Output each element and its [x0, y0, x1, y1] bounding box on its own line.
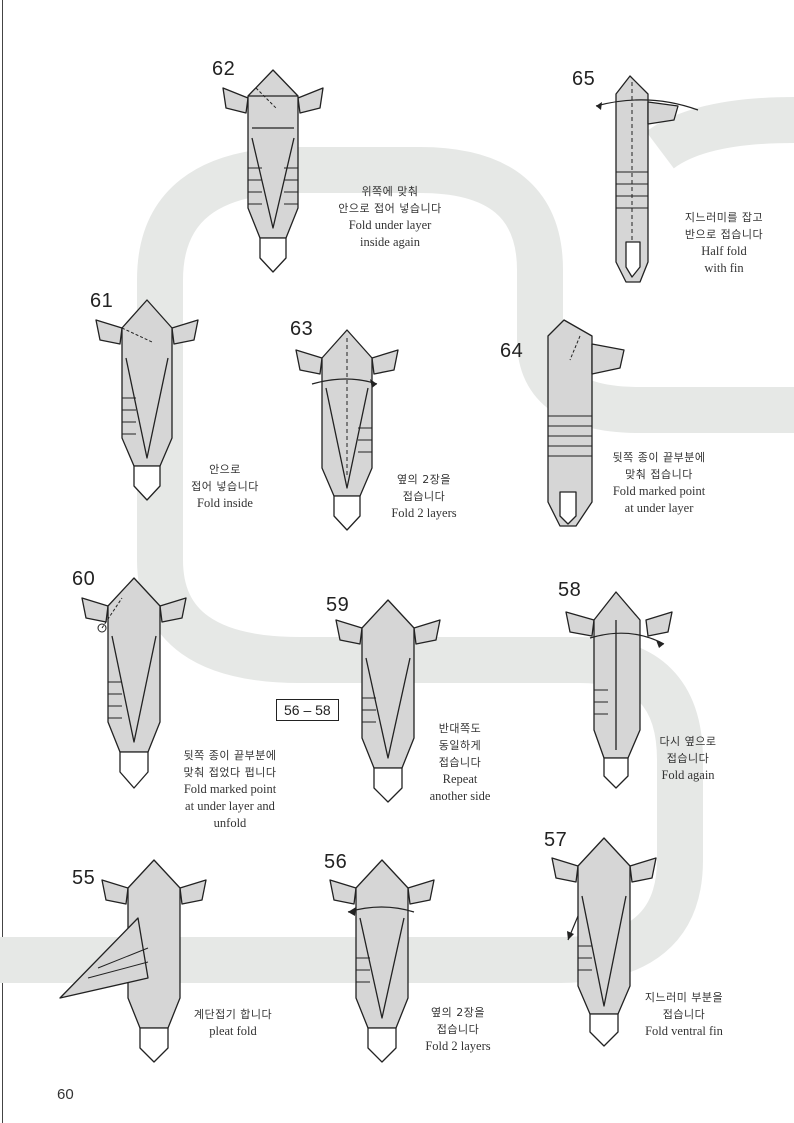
repeat-steps-reference-box: 56 – 58: [276, 699, 339, 721]
caption-60-en-3: unfold: [213, 816, 247, 830]
caption-63-ko-2: 접습니다: [402, 490, 446, 503]
caption-60-en-1: Fold marked point: [183, 782, 277, 796]
caption-56-ko-1: 옆의 2장을: [431, 1006, 485, 1019]
caption-59-ko-1: 반대쪽도: [438, 722, 482, 735]
caption-step-57: 지느러미 부분을 접습니다 Fold ventral fin: [624, 989, 744, 1040]
caption-step-55: 계단접기 합니다 pleat fold: [178, 1006, 288, 1040]
step-59-diagram: [335, 599, 441, 803]
caption-61-en-1: Fold inside: [197, 496, 253, 510]
caption-58-ko-1: 다시 옆으로: [659, 735, 717, 748]
caption-61-ko-1: 안으로: [209, 463, 241, 476]
step-60-diagram: [81, 577, 187, 789]
step-number-62: 62: [212, 58, 236, 80]
step-number-57: 57: [544, 829, 568, 851]
caption-step-63: 옆의 2장을 접습니다 Fold 2 layers: [374, 471, 474, 522]
caption-55-en-1: pleat fold: [209, 1024, 257, 1038]
caption-59-ko-2: 동일하게: [438, 739, 482, 752]
caption-58-en-1: Fold again: [661, 768, 715, 782]
caption-62-ko-1: 위쪽에 맞춰: [361, 185, 419, 198]
caption-step-65: 지느러미를 잡고 반으로 접습니다 Half fold with fin: [664, 209, 784, 277]
caption-62-ko-2: 안으로 접어 넣습니다: [338, 202, 442, 215]
caption-64-en-2: at under layer: [624, 501, 694, 515]
step-number-63: 63: [290, 318, 314, 340]
caption-step-62: 위쪽에 맞춰 안으로 접어 넣습니다 Fold under layer insi…: [325, 183, 455, 251]
step-number-60: 60: [72, 568, 96, 590]
caption-62-en-1: Fold under layer: [348, 218, 432, 232]
step-number-65: 65: [572, 68, 596, 90]
step-number-56: 56: [324, 851, 348, 873]
step-number-55: 55: [72, 867, 96, 889]
caption-65-ko-2: 반으로 접습니다: [684, 228, 764, 241]
step-65-diagram: [595, 75, 699, 283]
caption-63-ko-1: 옆의 2장을: [397, 473, 451, 486]
caption-step-59: 반대쪽도 동일하게 접습니다 Repeat another side: [410, 720, 510, 805]
caption-65-ko-1: 지느러미를 잡고: [684, 211, 764, 224]
caption-64-en-1: Fold marked point: [612, 484, 706, 498]
caption-56-en-1: Fold 2 layers: [425, 1039, 491, 1053]
caption-58-ko-2: 접습니다: [666, 752, 710, 765]
caption-59-en-1: Repeat: [442, 772, 478, 786]
caption-65-en-2: with fin: [704, 261, 744, 275]
caption-step-58: 다시 옆으로 접습니다 Fold again: [638, 733, 738, 784]
caption-57-ko-1: 지느러미 부분을: [644, 991, 724, 1004]
step-61-diagram: [95, 299, 199, 501]
page-number: 60: [57, 1086, 74, 1103]
caption-57-en-1: Fold ventral fin: [645, 1024, 723, 1038]
caption-60-en-2: at under layer and: [185, 799, 275, 813]
step-62-diagram: [222, 69, 324, 273]
caption-59-ko-3: 접습니다: [438, 756, 482, 769]
step-number-58: 58: [558, 579, 582, 601]
step-number-59: 59: [326, 594, 350, 616]
caption-57-ko-2: 접습니다: [662, 1008, 706, 1021]
step-63-diagram: [295, 329, 399, 531]
step-number-64: 64: [500, 340, 524, 362]
caption-63-en-1: Fold 2 layers: [391, 506, 457, 520]
caption-step-64: 뒷쪽 종이 끝부분에 맞춰 접습니다 Fold marked point at …: [594, 449, 724, 517]
step-64-diagram: [547, 319, 625, 527]
caption-55-ko-1: 계단접기 합니다: [193, 1008, 273, 1021]
caption-64-ko-1: 뒷쪽 종이 끝부분에: [612, 451, 706, 464]
caption-62-en-2: inside again: [359, 235, 421, 249]
step-56-diagram: [329, 859, 435, 1063]
caption-59-en-2: another side: [429, 789, 491, 803]
caption-step-60: 뒷쪽 종이 끝부분에 맞춰 접었다 펍니다 Fold marked point …: [160, 747, 300, 832]
caption-64-ko-2: 맞춰 접습니다: [625, 468, 693, 481]
caption-step-56: 옆의 2장을 접습니다 Fold 2 layers: [408, 1004, 508, 1055]
caption-step-61: 안으로 접어 넣습니다 Fold inside: [180, 461, 270, 512]
caption-60-ko-1: 뒷쪽 종이 끝부분에: [183, 749, 277, 762]
caption-61-ko-2: 접어 넣습니다: [191, 480, 259, 493]
step-58-diagram: [565, 591, 673, 789]
step-number-61: 61: [90, 290, 114, 312]
caption-65-en-1: Half fold: [701, 244, 747, 258]
step-57-diagram: [551, 837, 657, 1047]
caption-56-ko-2: 접습니다: [436, 1023, 480, 1036]
caption-60-ko-2: 맞춰 접었다 펍니다: [183, 766, 277, 779]
step-55-diagram: [59, 859, 207, 1063]
